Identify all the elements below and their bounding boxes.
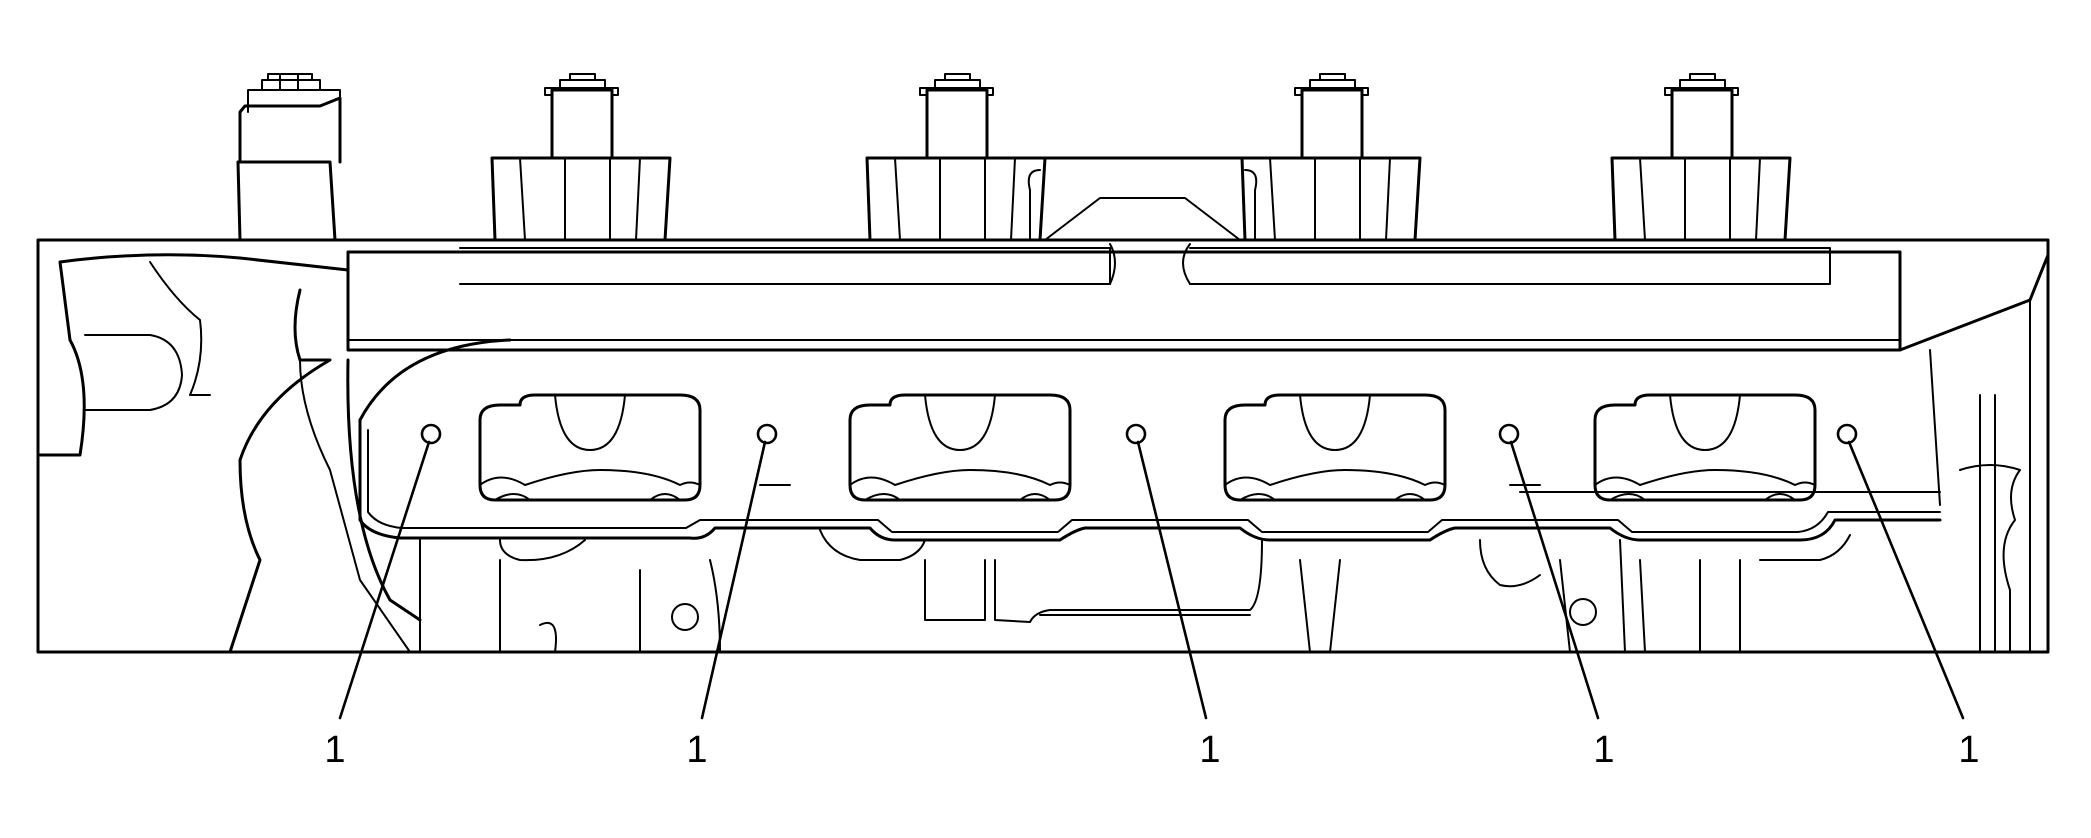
bolt-hole-1 bbox=[420, 423, 442, 445]
callout-label-4: 1 bbox=[1593, 729, 1614, 771]
exhaust-port-2 bbox=[848, 393, 1072, 502]
valve-stud-4 bbox=[1240, 73, 1422, 242]
exhaust-port-4 bbox=[1593, 393, 1817, 502]
exhaust-port-1 bbox=[478, 393, 702, 502]
bolt-holes bbox=[420, 423, 1858, 445]
valve-stud-5 bbox=[1610, 73, 1792, 242]
valve-studs bbox=[236, 73, 1792, 242]
bolt-hole-3 bbox=[1125, 423, 1147, 445]
callout-label-5: 1 bbox=[1958, 729, 1979, 771]
exhaust-port-3 bbox=[1223, 393, 1447, 502]
lower-casting bbox=[419, 464, 2021, 653]
leader-line-1 bbox=[338, 440, 431, 720]
leader-line-4 bbox=[1509, 440, 1600, 720]
leader-line-3 bbox=[1136, 440, 1208, 720]
exhaust-flange bbox=[346, 338, 1942, 622]
callout-label-3: 1 bbox=[1199, 729, 1220, 771]
leader-lines bbox=[338, 440, 1965, 720]
bolt-hole-2 bbox=[756, 423, 778, 445]
valve-stud-3 bbox=[865, 73, 1047, 242]
leader-line-5 bbox=[1847, 440, 1965, 720]
callout-label-1: 1 bbox=[324, 729, 345, 771]
valve-stud-2 bbox=[490, 73, 672, 242]
leader-line-2 bbox=[700, 440, 767, 720]
cylinder-head-body bbox=[36, 238, 2050, 654]
exhaust-ports bbox=[478, 393, 1817, 502]
bolt-hole-4 bbox=[1498, 423, 1520, 445]
callout-label-2: 1 bbox=[686, 729, 707, 771]
bolt-hole-5 bbox=[1836, 423, 1858, 445]
callout-labels: 1 1 1 1 1 bbox=[324, 729, 1979, 771]
valve-stud-1 bbox=[236, 73, 342, 242]
